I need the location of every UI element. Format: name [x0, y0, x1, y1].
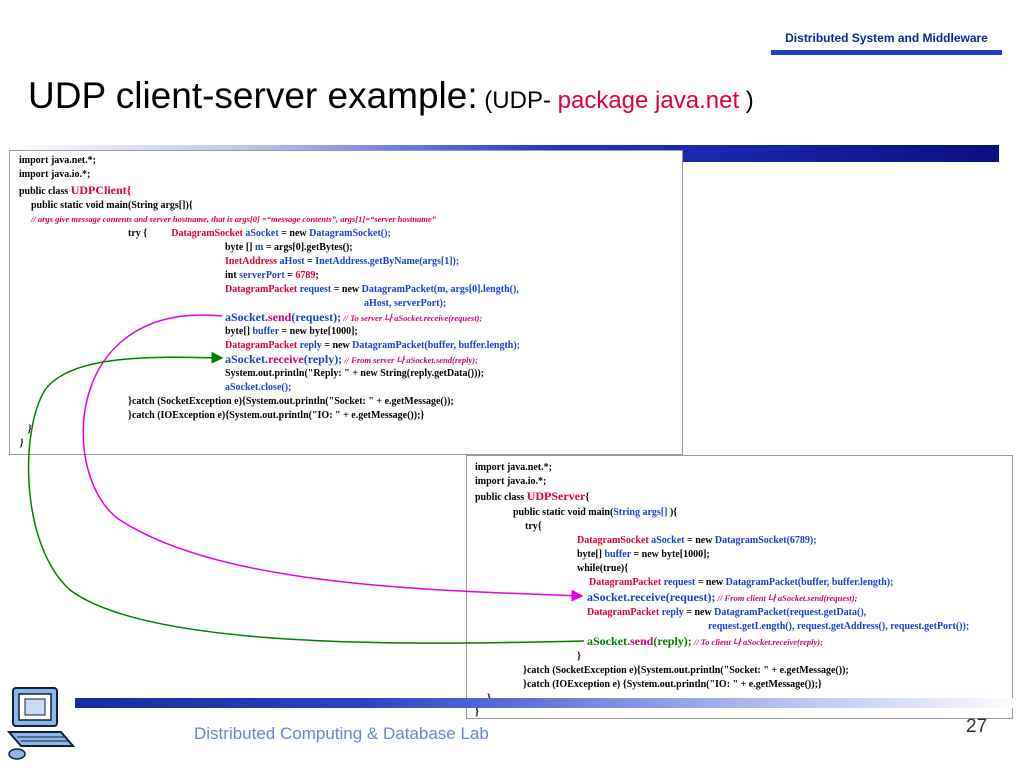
code-line: public class UDPClient{: [19, 183, 132, 198]
class-name: UDPClient{: [70, 183, 132, 197]
code-comment: // args give message contents and server…: [31, 214, 436, 224]
code-line: }catch (SocketException e){System.out.pr…: [523, 665, 849, 676]
code-line: byte[] buffer = new byte[1000];: [577, 549, 710, 560]
code-line: }catch (SocketException e){System.out.pr…: [128, 396, 454, 407]
code-line: DatagramSocket aSocket = new DatagramSoc…: [577, 535, 817, 546]
code-line: }: [475, 707, 479, 718]
server-send-to-client-receive-arrow: [27, 351, 585, 644]
title-sub-prefix: (UDP-: [477, 87, 558, 114]
code-line: DatagramPacket request = new DatagramPac…: [225, 284, 519, 295]
footer-lab-name: Distributed Computing & Database Lab: [194, 724, 489, 743]
client-send-to-server-receive-arrow: [82, 314, 584, 602]
code-line: public static void main(String args[]){: [31, 200, 193, 211]
slide-title: UDP client-server example: (UDP- package…: [28, 75, 754, 117]
code-line: try{: [525, 521, 542, 532]
code-line: byte[] buffer = new byte[1000];: [225, 326, 358, 337]
udp-client-code-box: import java.net.*; import java.io.*; pub…: [9, 150, 683, 455]
code-line: }: [577, 651, 581, 662]
code-line: DatagramPacket reply = new DatagramPacke…: [225, 340, 521, 351]
code-line: aSocket.close();: [225, 382, 292, 393]
code-line: aSocket.send(request); // To server 나 aS…: [225, 310, 483, 324]
footer-divider-bar: [75, 698, 1024, 708]
code-line: aSocket.send(reply); // To client 나 aSoc…: [587, 634, 823, 648]
code-line: System.out.println("Reply: " + new Strin…: [225, 368, 485, 379]
code-line: request.getLength(), request.getAddress(…: [708, 621, 970, 632]
code-line: import java.net.*;: [19, 155, 96, 166]
computer-monitor-icon: [6, 687, 76, 760]
code-line: DatagramPacket request = new DatagramPac…: [589, 577, 894, 588]
code-line: }: [20, 438, 24, 449]
code-line: public class UDPServer{: [475, 489, 590, 504]
title-package: package java.net: [557, 87, 740, 114]
title-main: UDP client-server example:: [28, 75, 478, 116]
code-line: }catch (IOException e){System.out.printl…: [128, 410, 425, 421]
code-line: }catch (IOException e) {System.out.print…: [523, 679, 822, 690]
code-line: import java.io.*;: [19, 169, 91, 180]
course-header-tag: Distributed System and Middleware: [771, 28, 1002, 55]
code-line: DatagramPacket reply = new DatagramPacke…: [587, 607, 867, 618]
class-name: UDPServer: [526, 489, 586, 503]
code-line: int serverPort = 6789;: [225, 270, 319, 281]
code-line: try {DatagramSocket aSocket = new Datagr…: [128, 228, 391, 239]
code-line: byte [] m = args[0].getBytes();: [225, 242, 353, 253]
udp-server-code-box: import java.net.*; import java.io.*; pub…: [466, 455, 1013, 719]
title-sub-suffix: ): [739, 87, 754, 114]
code-line: aSocket.receive(reply); // From server 나…: [225, 352, 478, 366]
code-line: import java.net.*;: [475, 462, 552, 473]
page-number: 27: [966, 716, 988, 737]
code-line: aSocket.receive(request); // From client…: [587, 590, 858, 604]
code-line: aHost, serverPort);: [364, 298, 447, 309]
code-line: public static void main(String args[] ){: [513, 507, 678, 518]
code-line: import java.io.*;: [475, 476, 547, 487]
code-line: }: [28, 424, 32, 435]
code-line: while(true){: [577, 563, 629, 574]
code-line: InetAddress aHost = InetAddress.getByNam…: [225, 256, 460, 267]
